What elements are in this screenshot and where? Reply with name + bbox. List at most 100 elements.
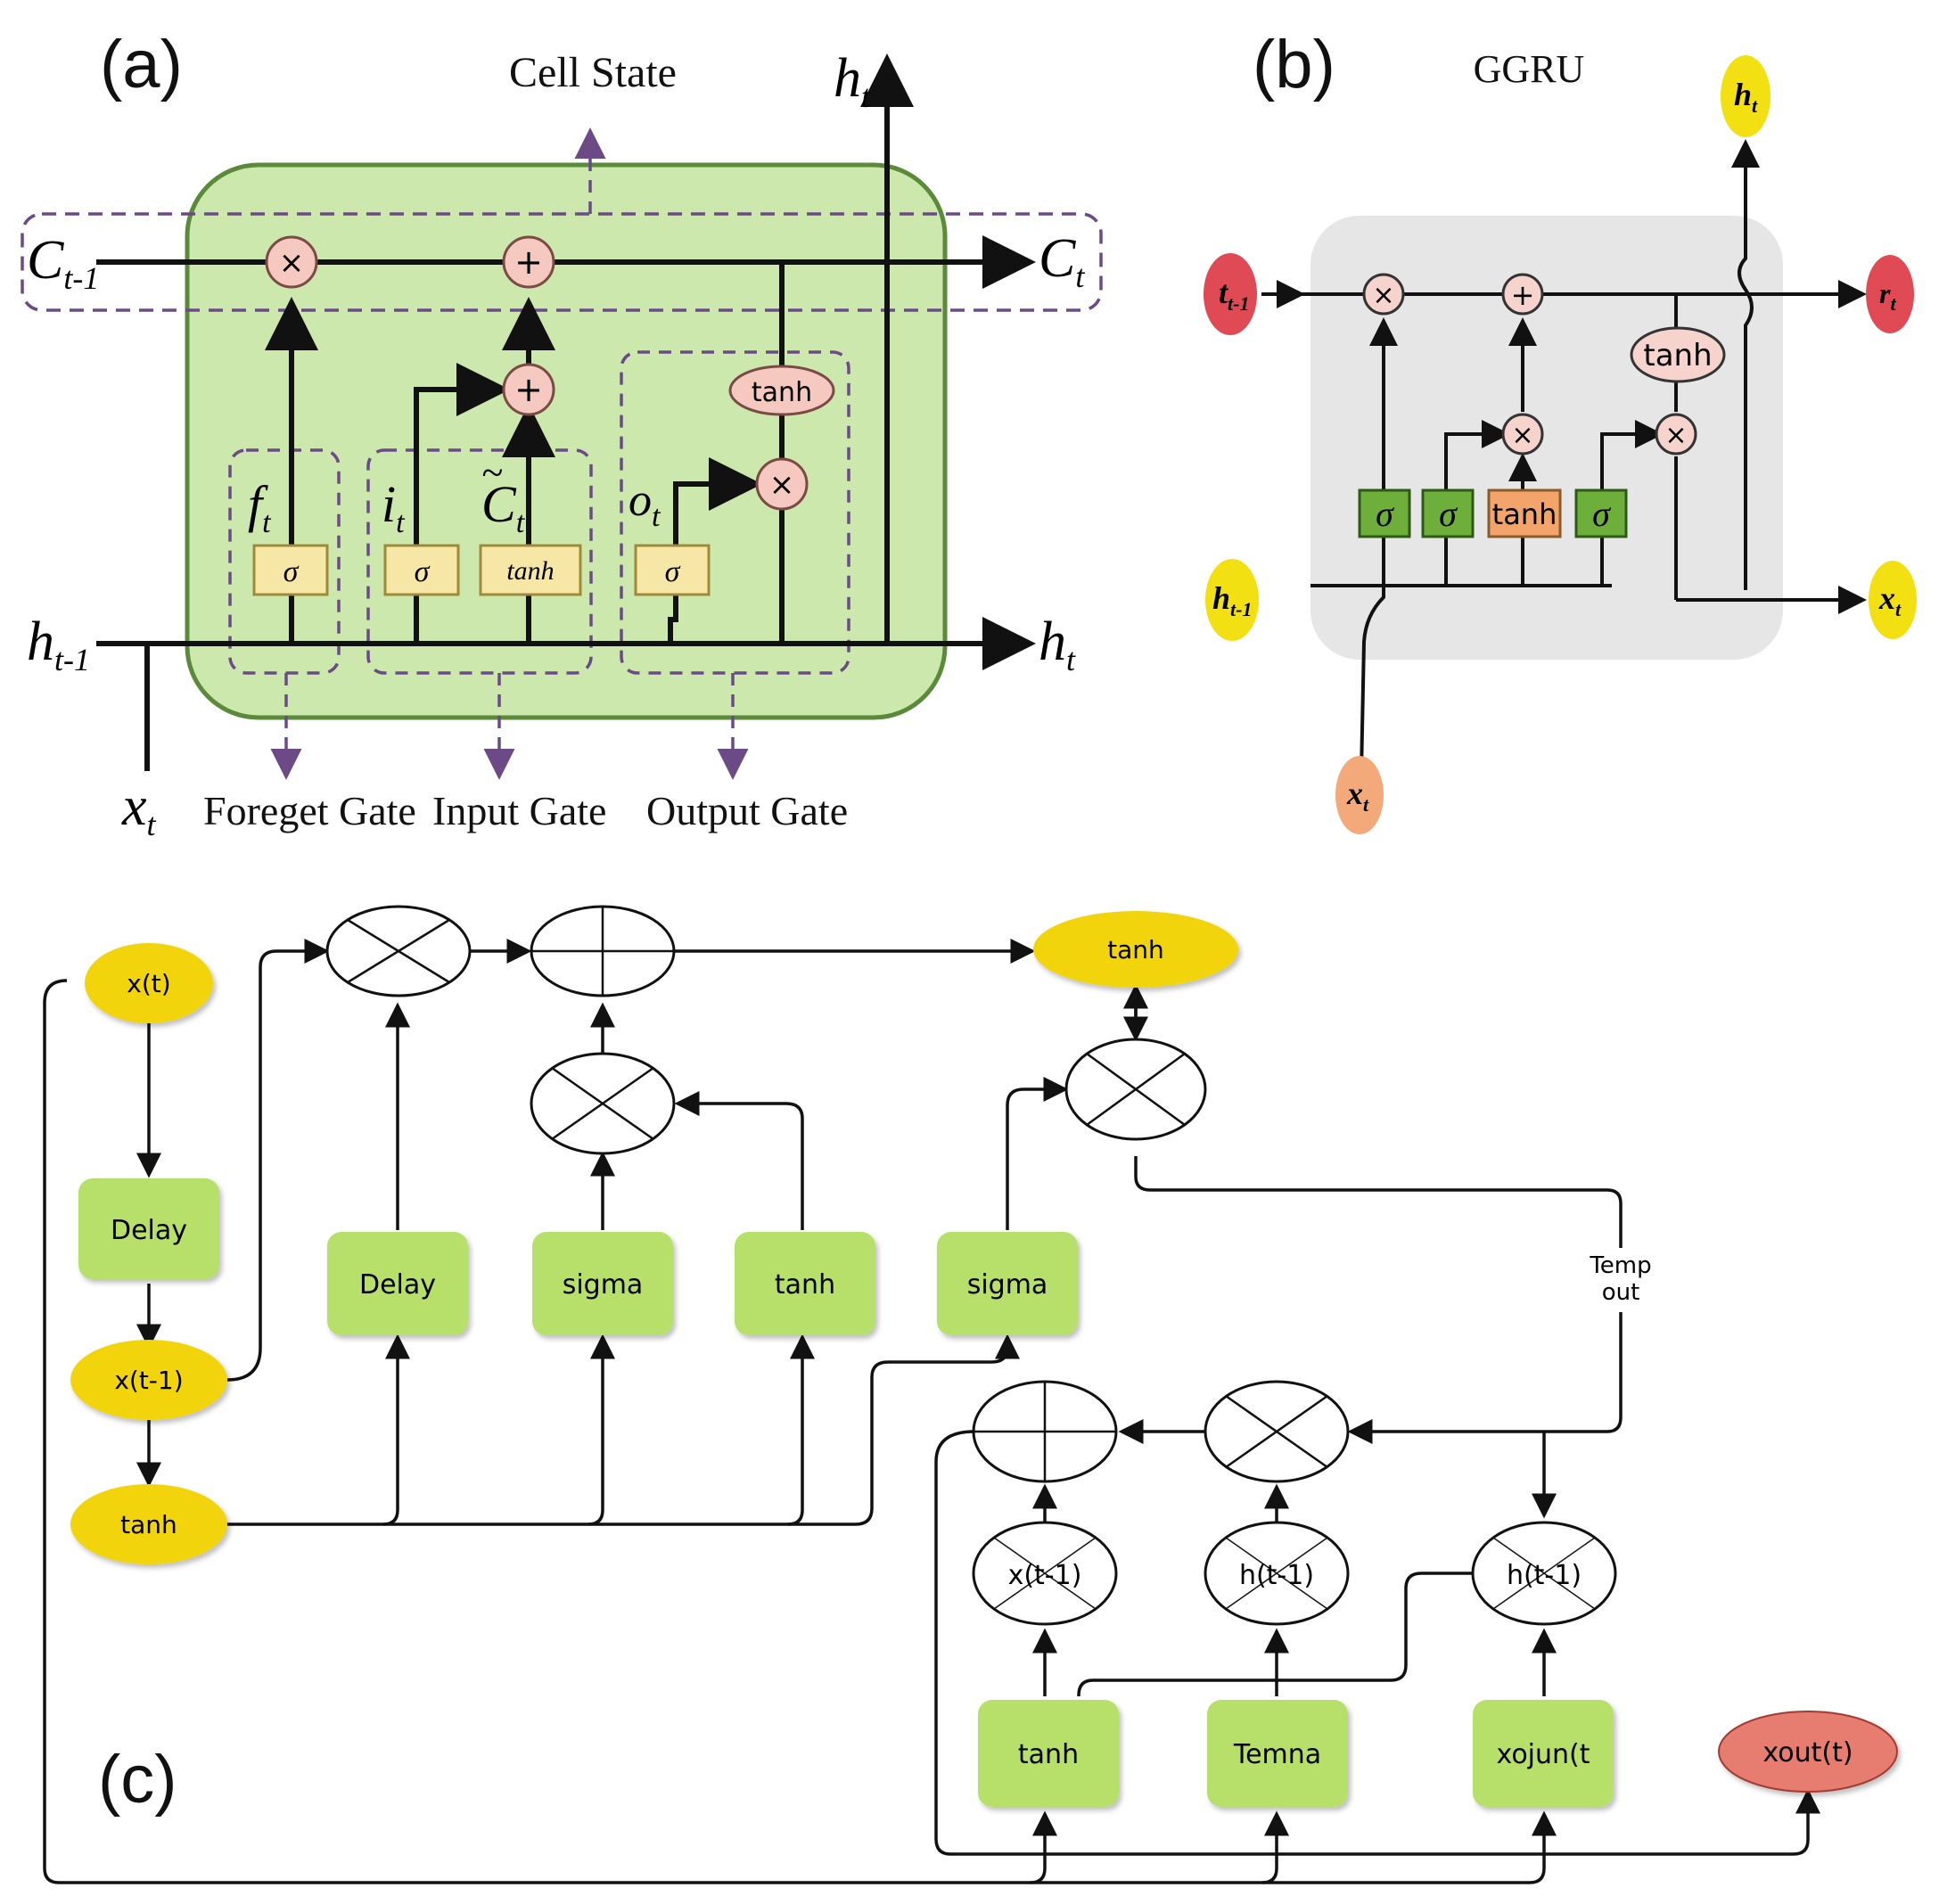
output-gate-box — [620, 350, 850, 675]
x-t1-label: x(t-1) — [114, 1366, 183, 1395]
ggru-title: GGRU — [1474, 47, 1585, 91]
tanh-top-node — [1033, 911, 1238, 988]
input-add-node: + — [502, 363, 555, 416]
multiply-symbol: × — [279, 245, 305, 281]
sigma1-box: sigma — [563, 1269, 644, 1301]
plus-symbol: + — [514, 242, 543, 282]
x-in-terminal: xt — [1335, 756, 1384, 834]
forget-gate-label: Foreget Gate — [203, 788, 416, 833]
sigma1-box-shape — [532, 1232, 673, 1335]
cell-state-label: Cell State — [509, 49, 677, 96]
panel-c-add-top — [530, 905, 676, 997]
output-o-path — [668, 457, 762, 644]
panel-c-multiply-lower — [1204, 1380, 1350, 1483]
x-in-line — [1360, 586, 1385, 775]
sigma-symbol: σ — [415, 555, 431, 588]
xout-node — [1718, 1711, 1898, 1793]
h-top-label: ht — [1734, 77, 1758, 117]
sigma-symbol: σ — [1376, 494, 1394, 534]
c-next-label: Ct — [1039, 228, 1085, 294]
delay2-box: Delay — [359, 1269, 436, 1301]
x-input-label: xt — [121, 776, 157, 842]
ggru-multiply-node-3: × — [1655, 413, 1697, 455]
ggru-multiply-node-1: × — [1362, 273, 1405, 316]
box-temna: Temna — [1233, 1739, 1321, 1770]
input-gate-label: Input Gate — [432, 788, 606, 833]
sigma2-to-mult — [1444, 420, 1510, 490]
tanh-in-label: tanh — [120, 1510, 177, 1539]
h-prev-terminal: ht-1 — [1205, 559, 1259, 641]
panel-a: (a) Cell State — [21, 27, 1103, 842]
multiply-symbol: × — [1372, 280, 1394, 311]
box-xojun: xojun(t — [1496, 1739, 1590, 1770]
tanh-box-label: tanh — [1492, 497, 1557, 531]
h-top-terminal: ht — [1721, 55, 1771, 137]
tanh-box-shape — [735, 1232, 875, 1335]
panel-c: (c) — [43, 905, 1898, 1884]
node-h1-label: h(t-1) — [1239, 1560, 1314, 1591]
sigma-symbol: σ — [1592, 494, 1611, 534]
panel-b: (b) GGRU × + — [1204, 27, 1917, 834]
box-tanh: tanh — [1018, 1739, 1079, 1770]
tanh-node-label: tanh — [1643, 338, 1712, 373]
tanh-box-label: tanh — [506, 556, 554, 586]
x-out-terminal: xt — [1869, 561, 1917, 639]
panel-b-tag: (b) — [1253, 27, 1335, 103]
x-t-label: x(t) — [127, 969, 170, 998]
plus-symbol: + — [1511, 278, 1535, 312]
temp-out-line1: Temp — [1589, 1252, 1651, 1279]
ggru-tanh-box: tanh — [1487, 488, 1562, 538]
temp-out-bg — [1578, 1248, 1663, 1312]
ggru-sigma-box-1: σ — [1358, 488, 1411, 538]
lstm-cell-body — [185, 162, 948, 720]
sigma-symbol: σ — [283, 555, 300, 588]
x-t-node — [85, 943, 213, 1023]
input-sigma-box: σ — [383, 544, 460, 596]
t-prev-terminal: tt-1 — [1204, 253, 1257, 335]
forget-gate-box — [228, 448, 341, 675]
h-prev-label: ht-1 — [1212, 580, 1252, 620]
ggru-tanh-node: tanh — [1630, 326, 1726, 383]
h-prev-label: ht-1 — [27, 611, 90, 677]
panel-c-node-h1: h(t-1) — [1204, 1521, 1350, 1626]
ggru-cell-body — [1310, 216, 1783, 660]
panel-c-connections — [43, 939, 1820, 1884]
sigma2-box-shape — [937, 1232, 1078, 1335]
c-tilde-mark: ~ — [481, 451, 503, 495]
panel-c-node-x: x(t-1) — [972, 1521, 1118, 1626]
panel-c-multiply-mid — [530, 1052, 676, 1155]
ggru-sigma-box-2: σ — [1421, 488, 1475, 538]
sigma-symbol: σ — [665, 555, 681, 588]
panel-c-add-lower — [972, 1380, 1118, 1483]
multiply-symbol: × — [1664, 420, 1687, 451]
delay1-box-shape — [78, 1178, 219, 1279]
h-top-label: ht — [834, 48, 871, 114]
plus-symbol: + — [514, 370, 543, 409]
o-gate-label: ot — [629, 475, 661, 533]
input-gate-box — [366, 448, 593, 675]
cell-tanh-node: tanh — [728, 365, 835, 416]
c-tilde-label: Ct — [481, 475, 526, 539]
temp-out-line2: out — [1602, 1279, 1640, 1306]
sigma-symbol: σ — [1439, 494, 1458, 534]
sigma2-box: sigma — [967, 1269, 1048, 1301]
x-out-label: xt — [1878, 580, 1902, 620]
delay2-box-shape — [327, 1232, 468, 1335]
panel-a-tag: (a) — [100, 27, 183, 103]
panel-c-multiply-top — [325, 905, 472, 997]
r-out-label: rt — [1879, 277, 1896, 315]
output-gate-label: Output Gate — [646, 788, 848, 833]
box-tanh-shape — [978, 1700, 1119, 1807]
tanh-node-label: tanh — [752, 377, 812, 408]
multiply-symbol: × — [769, 467, 795, 503]
tanh-top-label: tanh — [1107, 935, 1164, 964]
cell-state-band — [21, 212, 1103, 312]
node-h2-label: h(t-1) — [1507, 1560, 1582, 1591]
box-xojun-shape — [1473, 1700, 1614, 1807]
forget-sigma-box: σ — [252, 544, 329, 596]
box-temna-shape — [1207, 1700, 1348, 1807]
ggru-add-node: + — [1501, 273, 1544, 316]
c-prev-label: Ct-1 — [27, 230, 99, 296]
h-top-out-line — [1731, 139, 1760, 590]
